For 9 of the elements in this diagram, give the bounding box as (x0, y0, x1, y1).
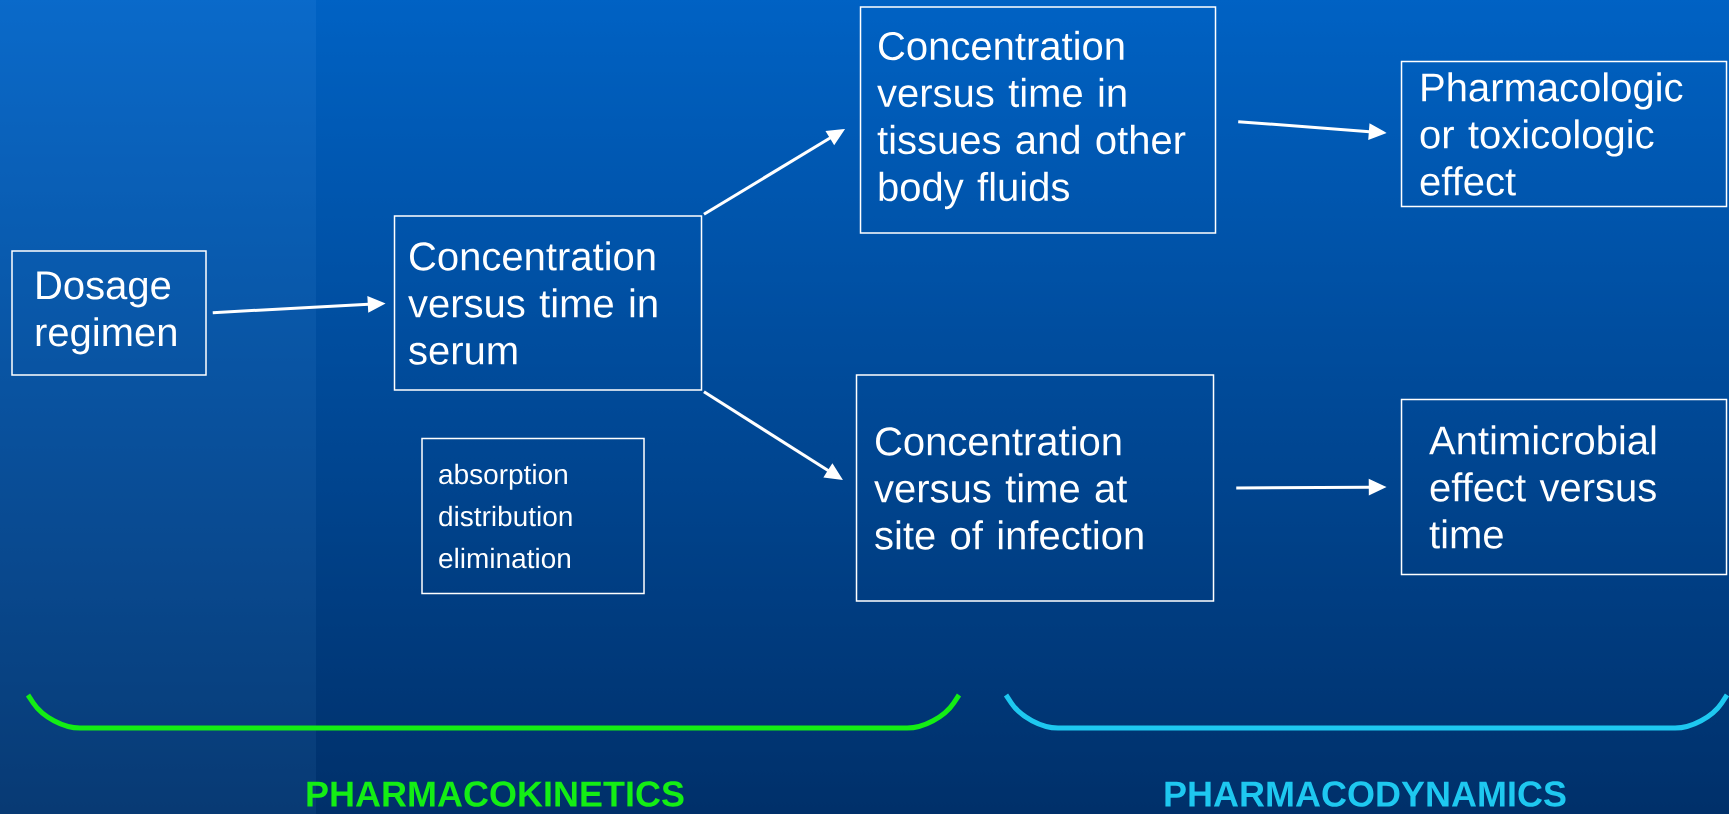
note-box: absorption distribution elimination (421, 437, 645, 595)
section-label: PHARMACOKINETICS (307, 781, 684, 807)
process-box: Pharmacologic or toxicologic effect (1400, 60, 1728, 208)
process-box: Concentration versus time in serum (393, 215, 703, 391)
process-box: Concentration versus time at site of infection (855, 374, 1215, 602)
section-label: PHARMACODYNAMICS (1165, 781, 1566, 807)
process-box: Dosage regimen (11, 250, 207, 376)
process-box: Antimicrobial effect versus time (1400, 398, 1728, 576)
process-box: Concentration versus time in tissues and other body fluids (859, 6, 1217, 234)
